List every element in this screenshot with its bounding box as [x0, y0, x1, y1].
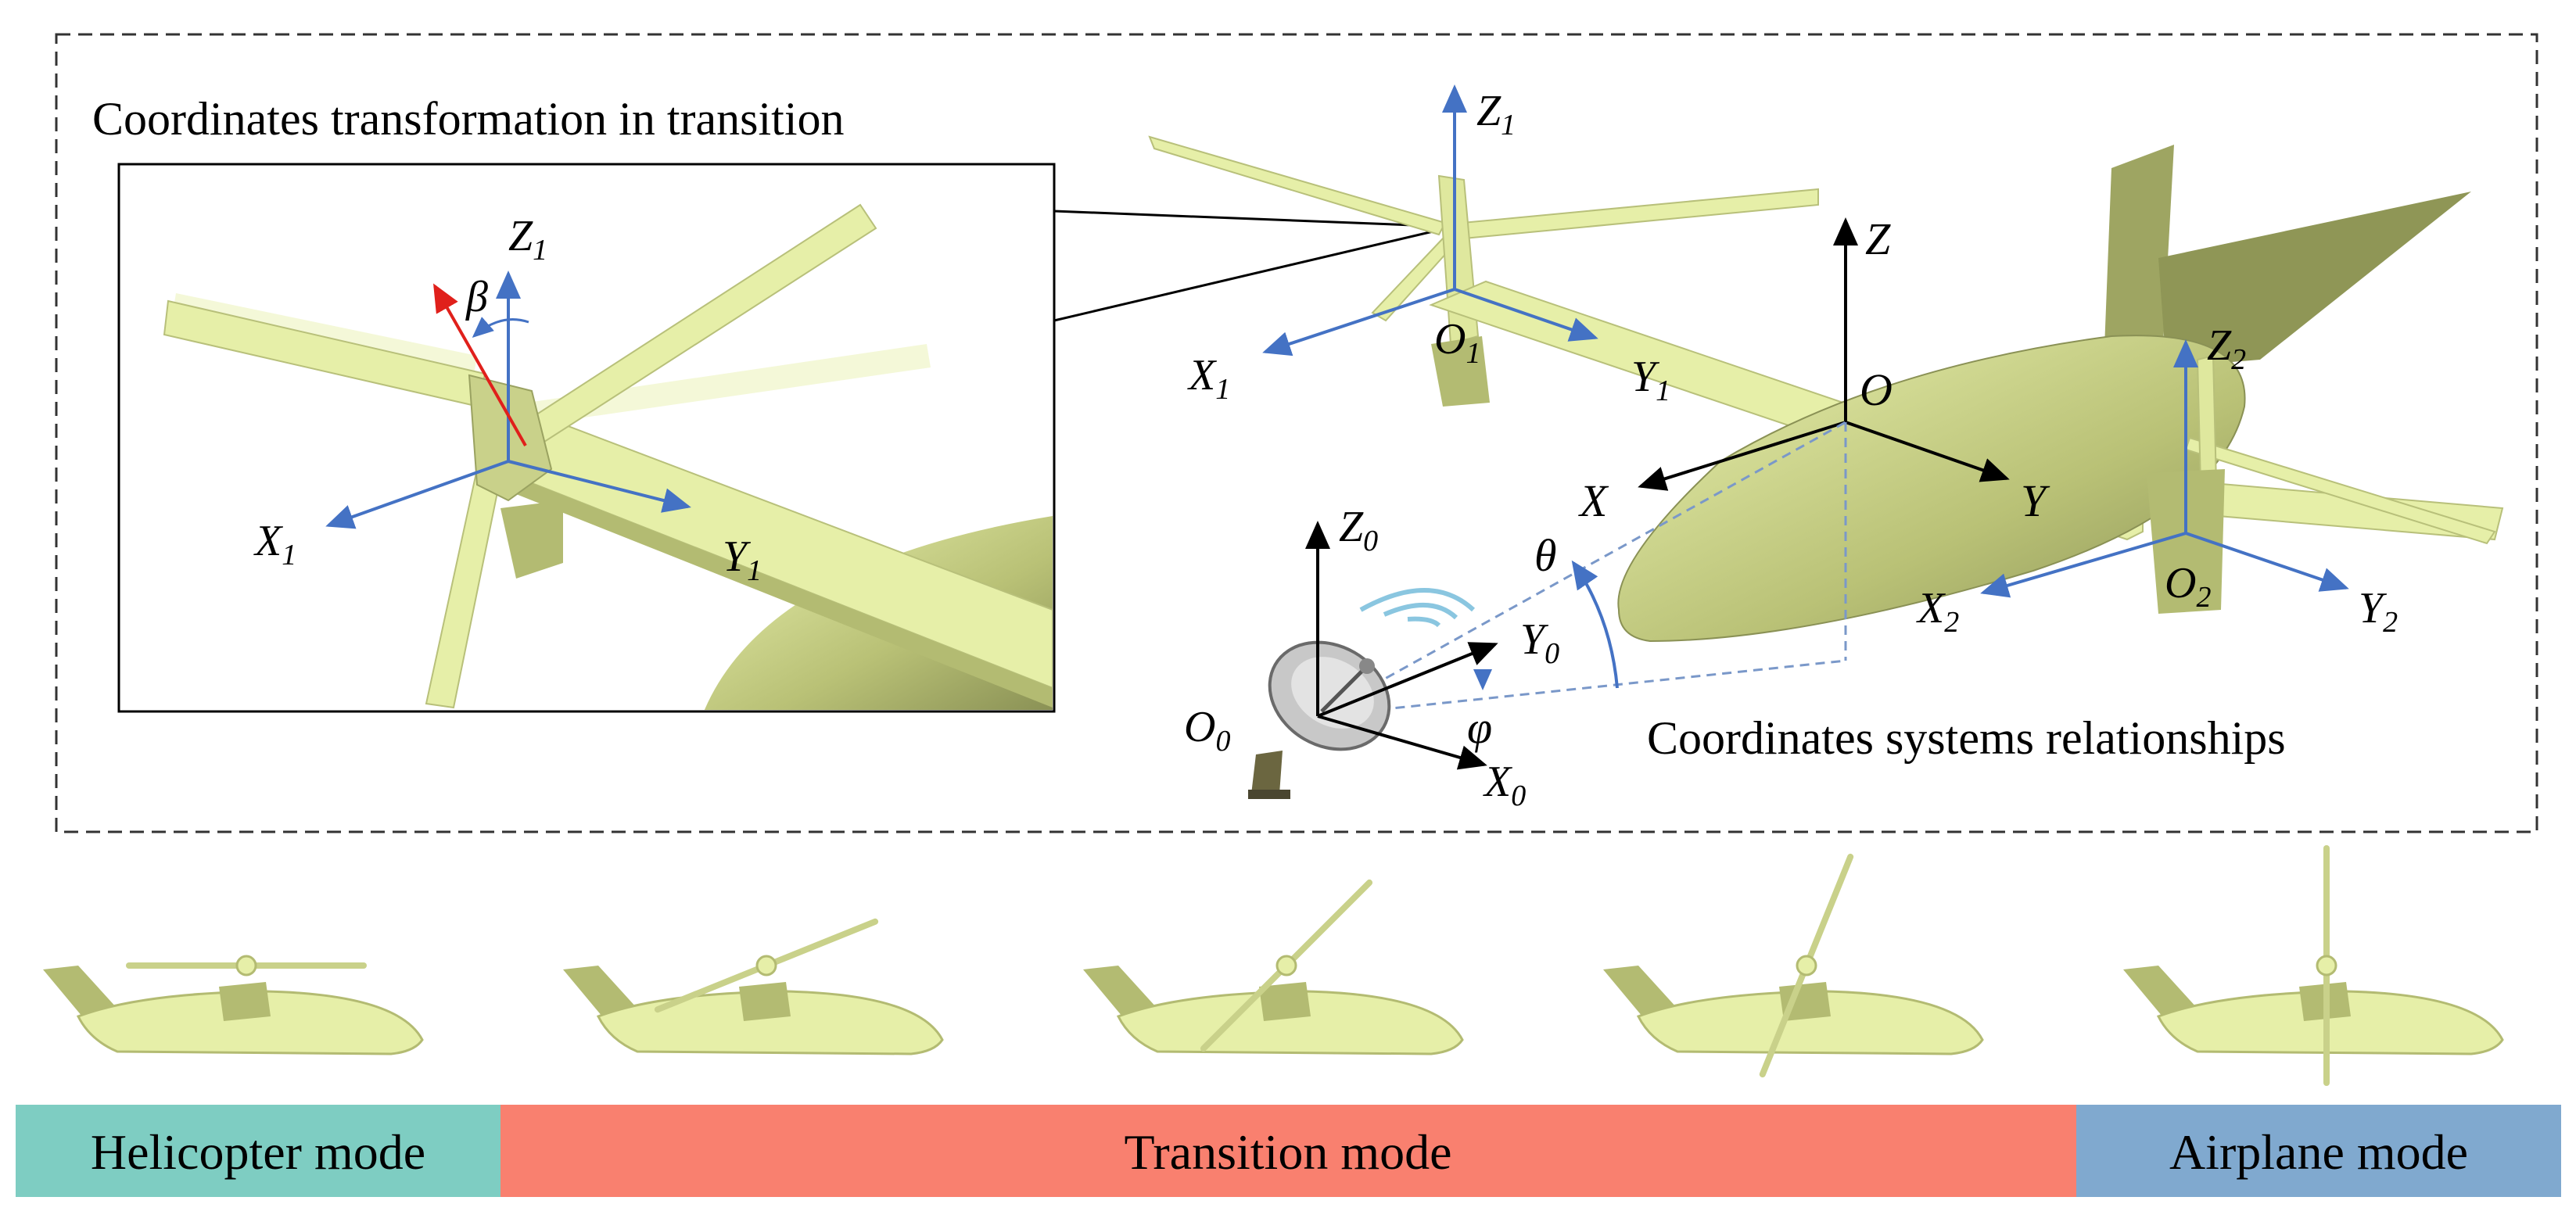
inset-box: β Z1 X1 Y1 [117, 163, 1056, 713]
main-x0-label: X0 [1483, 758, 1526, 812]
o-y-axis [1845, 421, 2010, 482]
inset-rotor-axis [433, 283, 527, 446]
aircraft-step-1 [43, 955, 424, 1055]
inset-rotor-illustration [163, 203, 1053, 710]
airplane-mode-label: Airplane mode [2169, 1124, 2468, 1180]
aircraft-step-2 [563, 918, 944, 1055]
helicopter-mode-label: Helicopter mode [91, 1124, 425, 1180]
mode-sequence [43, 845, 2504, 1086]
inset-x1-label: X1 [253, 517, 296, 572]
o0-y0-axis [1317, 642, 1498, 718]
phi-label: φ [1467, 702, 1492, 753]
main-z2-label: Z2 [2207, 321, 2246, 376]
theta-label: θ [1534, 530, 1557, 581]
main-y1-label: Y1 [1631, 353, 1670, 407]
main-z1-label: Z1 [1476, 87, 1516, 142]
main-x1-label: X1 [1187, 351, 1230, 406]
transition-mode-label: Transition mode [1125, 1124, 1452, 1180]
connector-line-top [1053, 210, 1454, 228]
inset-beta-arc [472, 317, 529, 338]
main-y2-label: Y2 [2359, 584, 2398, 639]
inset-z1-label: Z1 [508, 212, 547, 267]
connector-line-bottom [1053, 225, 1454, 322]
projection-line [1317, 659, 1846, 718]
main-z-label: Z [1865, 213, 1891, 264]
helicopter-mode-bar [16, 1105, 500, 1197]
main-y-label: Y [2021, 475, 2050, 526]
radar-dish-icon [1248, 588, 1476, 799]
o1-x1-axis [1262, 288, 1455, 357]
transition-mode-bar [500, 1105, 2076, 1197]
dashed-frame [55, 33, 2538, 833]
o0-x0-axis [1317, 715, 1487, 770]
main-z0-label: Z0 [1339, 503, 1378, 557]
inset-x1-axis [325, 460, 509, 529]
main-y0-label: Y0 [1520, 615, 1559, 670]
inset-beta-label: β [465, 273, 488, 321]
relationships-caption: Coordinates systems relationships [1647, 712, 2286, 764]
main-o0-label: O0 [1184, 703, 1230, 758]
aircraft-step-5 [2123, 845, 2504, 1086]
o-x-axis [1638, 421, 1846, 491]
airplane-mode-bar [2076, 1105, 2561, 1197]
main-x-label: X [1578, 475, 1609, 526]
aircraft-step-4 [1603, 853, 1984, 1078]
o2-y2-axis [2185, 532, 2349, 592]
aircraft-illustration [1148, 135, 2504, 643]
main-o2-label: O2 [2165, 559, 2211, 614]
aircraft-step-3 [1083, 879, 1464, 1055]
theta-arc [1571, 560, 1619, 689]
main-o-label: O [1860, 364, 1893, 415]
inset-title: Coordinates transformation in transition [92, 93, 845, 145]
main-x2-label: X2 [1916, 584, 1959, 639]
o1-y1-axis [1454, 288, 1598, 342]
o2-x2-axis [1980, 532, 2187, 598]
main-o1-label: O1 [1434, 315, 1480, 370]
inset-y1-label: Y1 [723, 532, 762, 587]
inset-y1-axis [508, 460, 691, 513]
